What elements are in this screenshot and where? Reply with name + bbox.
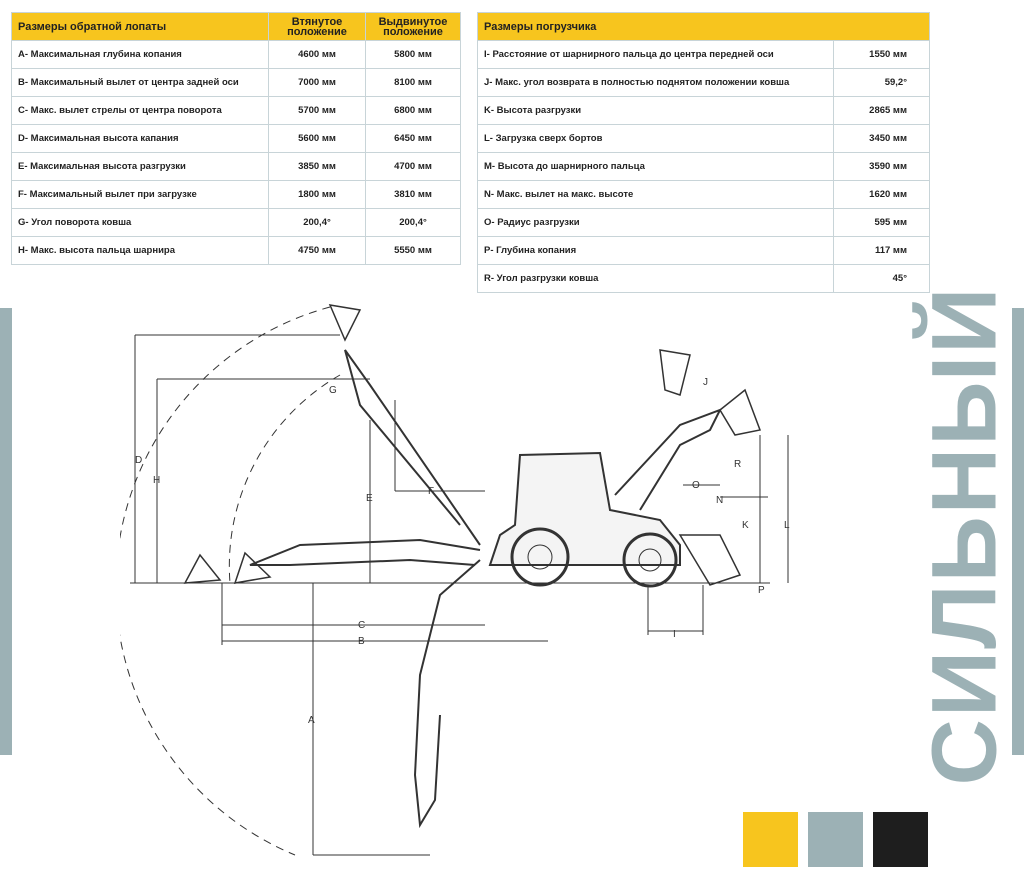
right-accent-bar xyxy=(1012,308,1024,755)
retracted-value: 5600 мм xyxy=(268,124,366,153)
table-row: J- Макс. угол возврата в полностью подня… xyxy=(477,68,930,97)
extended-value: 4700 мм xyxy=(365,152,461,181)
label-R: R xyxy=(734,459,741,470)
row-value: 45° xyxy=(833,264,930,293)
label-C: C xyxy=(358,620,365,631)
col-retracted: Втянутое положение xyxy=(268,12,366,41)
label-P: P xyxy=(758,585,765,596)
label-D: D xyxy=(135,455,142,466)
label-O: O xyxy=(692,480,700,491)
label-G: G xyxy=(329,385,337,396)
swatch-yellow xyxy=(743,812,798,867)
retracted-value: 5700 мм xyxy=(268,96,366,125)
label-B: B xyxy=(358,636,365,647)
label-F: F xyxy=(428,486,434,497)
retracted-value: 200,4° xyxy=(268,208,366,237)
label-N: N xyxy=(716,495,723,506)
row-label: M- Высота до шарнирного пальца xyxy=(477,152,834,181)
loader-table-title: Размеры погрузчика xyxy=(477,12,930,41)
retracted-value: 4600 мм xyxy=(268,40,366,69)
rear-wheel xyxy=(510,527,570,587)
backhoe-table-title: Размеры обратной лопаты xyxy=(11,12,269,41)
extended-value: 5800 мм xyxy=(365,40,461,69)
table-row: B- Максимальный вылет от центра задней о… xyxy=(11,68,461,97)
table-row: C- Макс. вылет стрелы от центра поворота… xyxy=(11,96,461,125)
extended-value: 6450 мм xyxy=(365,124,461,153)
row-label: A- Максимальная глубина копания xyxy=(11,40,269,69)
row-value: 2865 мм xyxy=(833,96,930,125)
table-row: I- Расстояние от шарнирного пальца до це… xyxy=(477,40,930,69)
col-extended: Выдвинутое положение xyxy=(365,12,461,41)
row-value: 3450 мм xyxy=(833,124,930,153)
left-accent-bar xyxy=(0,308,12,755)
row-label: N- Макс. вылет на макс. высоте xyxy=(477,180,834,209)
label-H: H xyxy=(153,475,160,486)
row-label: I- Расстояние от шарнирного пальца до це… xyxy=(477,40,834,69)
row-value: 1620 мм xyxy=(833,180,930,209)
retracted-value: 4750 мм xyxy=(268,236,366,265)
row-label: C- Макс. вылет стрелы от центра поворота xyxy=(11,96,269,125)
backhoe-dimensions-table: Размеры обратной лопаты Втянутое положен… xyxy=(11,12,461,265)
row-label: O- Радиус разгрузки xyxy=(477,208,834,237)
row-label: J- Макс. угол возврата в полностью подня… xyxy=(477,68,834,97)
row-label: H- Макс. высота пальца шарнира xyxy=(11,236,269,265)
label-K: K xyxy=(742,520,749,531)
retracted-value: 3850 мм xyxy=(268,152,366,181)
reach-arc-inner xyxy=(228,374,341,584)
label-E: E xyxy=(366,493,373,504)
row-label: L- Загрузка сверх бортов xyxy=(477,124,834,153)
row-value: 3590 мм xyxy=(833,152,930,181)
retracted-value: 7000 мм xyxy=(268,68,366,97)
swatch-black xyxy=(873,812,928,867)
label-L: L xyxy=(784,520,790,531)
loader-dimensions-table: Размеры погрузчика I- Расстояние от шарн… xyxy=(477,12,930,293)
row-value: 59,2° xyxy=(833,68,930,97)
label-I: I xyxy=(673,629,676,640)
row-label: P- Глубина копания xyxy=(477,236,834,265)
label-A: A xyxy=(308,715,315,726)
extended-value: 6800 мм xyxy=(365,96,461,125)
extended-value: 8100 мм xyxy=(365,68,461,97)
label-J: J xyxy=(703,377,708,388)
row-value: 1550 мм xyxy=(833,40,930,69)
swatch-grey xyxy=(808,812,863,867)
extended-value: 3810 мм xyxy=(365,180,461,209)
row-label: D- Максимальная высота капания xyxy=(11,124,269,153)
backhoe-loader-diagram: C B A D H E F G I J K L M N O P R xyxy=(120,304,790,856)
brand-word: СИЛЬНЫЙ xyxy=(913,285,1016,785)
row-label: E- Максимальная высота разгрузки xyxy=(11,152,269,181)
row-label: R- Угол разгрузки ковша xyxy=(477,264,834,293)
front-wheel xyxy=(622,532,678,588)
row-label: K- Высота разгрузки xyxy=(477,96,834,125)
row-value: 117 мм xyxy=(833,236,930,265)
row-value: 595 мм xyxy=(833,208,930,237)
extended-value: 5550 мм xyxy=(365,236,461,265)
row-label: F- Максимальный вылет при загрузке xyxy=(11,180,269,209)
reach-arc-outer xyxy=(120,306,331,856)
row-label: B- Максимальный вылет от центра задней о… xyxy=(11,68,269,97)
extended-value: 200,4° xyxy=(365,208,461,237)
retracted-value: 1800 мм xyxy=(268,180,366,209)
row-label: G- Угол поворота ковша xyxy=(11,208,269,237)
